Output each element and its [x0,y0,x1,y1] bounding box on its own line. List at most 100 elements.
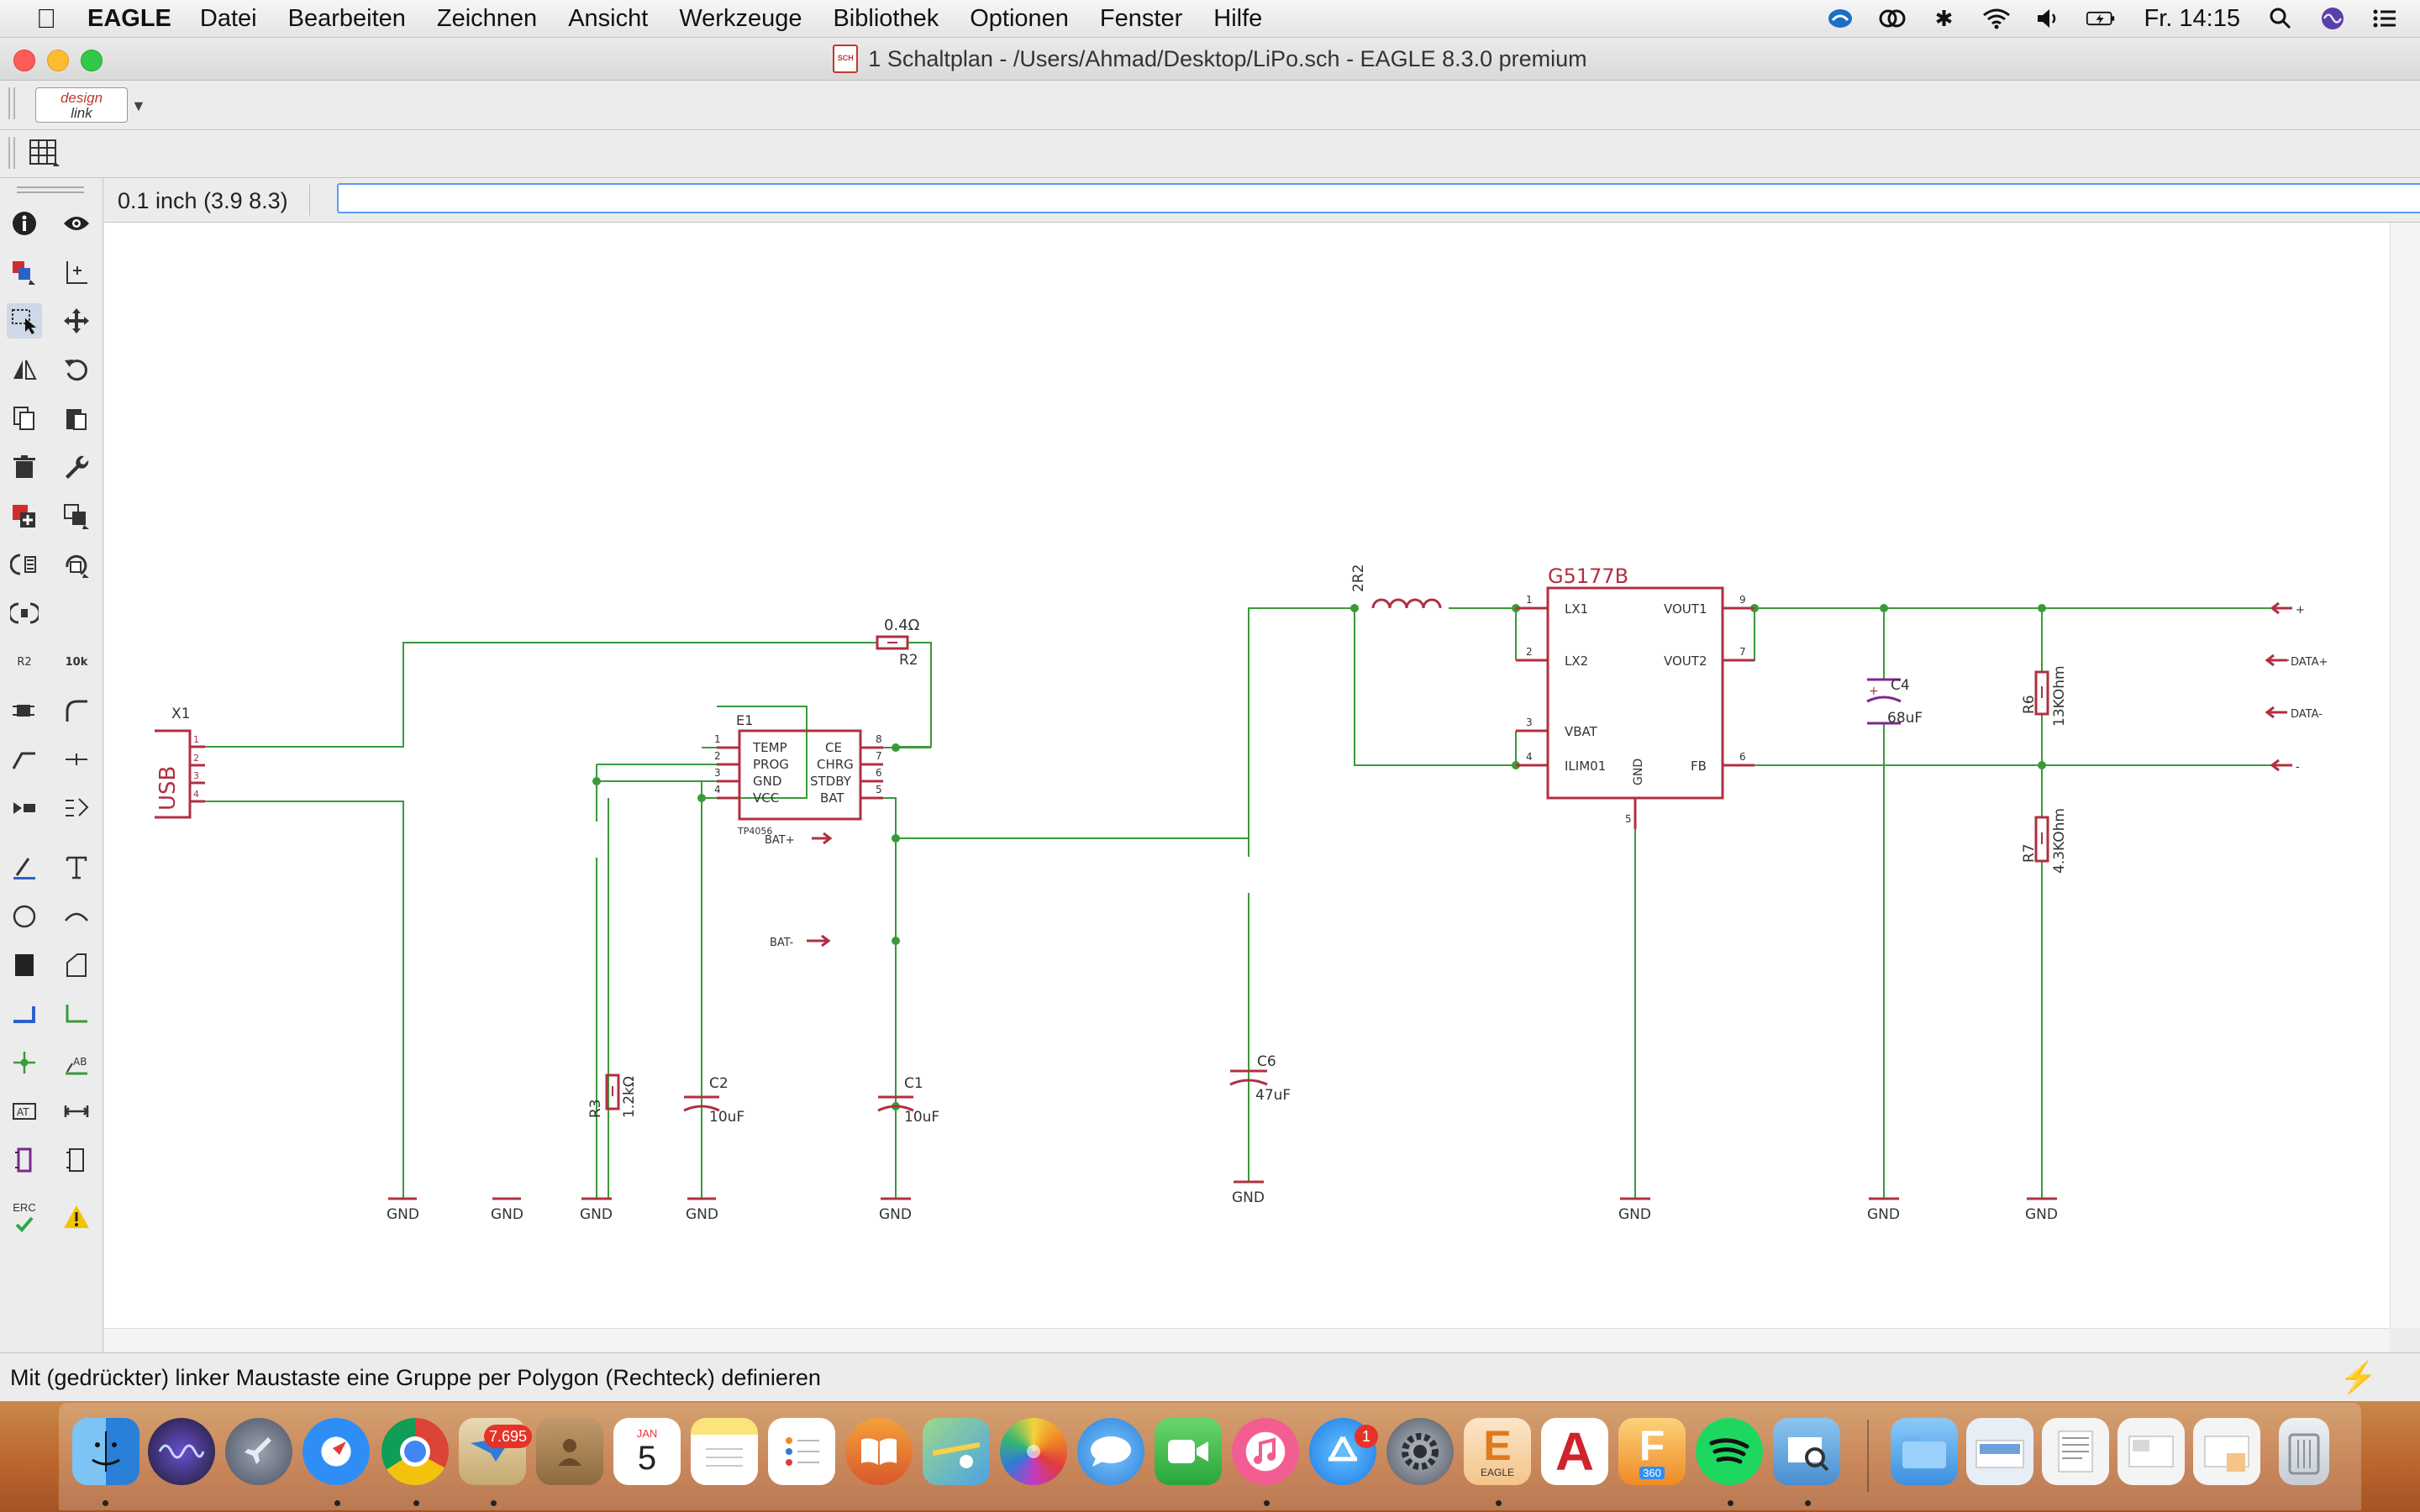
lightning-icon[interactable]: ⚡ [2339,1360,2377,1394]
close-window-button[interactable] [13,50,35,71]
maps-icon[interactable] [923,1418,990,1485]
circle-tool-icon[interactable] [7,899,42,934]
show-eye-icon[interactable] [59,206,94,241]
reminders-icon[interactable] [768,1418,835,1485]
palette-grip[interactable] [17,186,84,193]
messages-icon[interactable] [1077,1418,1144,1485]
replace-part-icon[interactable] [59,498,94,533]
label-tool-icon[interactable]: AB [59,1045,94,1080]
menu-optionen[interactable]: Optionen [970,4,1069,32]
stack-icon-1[interactable] [1966,1418,2033,1485]
gateswap-arrow-icon[interactable] [7,790,42,826]
text-tool-icon[interactable] [59,850,94,885]
system-preferences-icon[interactable] [1386,1418,1454,1485]
name-tool-icon[interactable]: R2 [7,644,42,680]
eagle-app-icon[interactable]: E EAGLE [1464,1418,1531,1485]
notification-center-icon[interactable] [2370,6,2400,31]
ibooks-icon[interactable] [845,1418,913,1485]
line-tool-icon[interactable] [7,850,42,885]
siri-icon[interactable] [2317,6,2348,31]
add-part-icon[interactable] [7,498,42,533]
creative-cloud-icon[interactable] [1877,6,1907,31]
stack-icon-4[interactable] [2193,1418,2260,1485]
rectangle-tool-icon[interactable] [7,948,42,983]
info-icon[interactable] [7,206,42,241]
polygon-tool-icon[interactable] [59,948,94,983]
photos-icon[interactable] [1000,1418,1067,1485]
frame-tool-icon[interactable] [7,1142,42,1178]
move-icon[interactable] [59,303,94,339]
stack-icon-2[interactable] [2042,1418,2109,1485]
stack-icon-3[interactable] [2118,1418,2185,1485]
notes-icon[interactable] [691,1418,758,1485]
swap-gate-icon[interactable] [7,547,42,582]
designlink-button[interactable]: design link [35,87,128,123]
safari-icon[interactable] [302,1418,370,1485]
grid-icon[interactable] [29,139,62,173]
launchpad-icon[interactable] [225,1418,292,1485]
bus-tool-icon[interactable] [7,996,42,1032]
autocad-icon[interactable]: A [1541,1418,1608,1485]
pinswap-icon[interactable] [7,596,42,631]
battery-icon[interactable] [2086,6,2116,31]
finder-icon[interactable] [72,1418,139,1485]
align-icon[interactable] [59,790,94,826]
copy-icon[interactable] [7,401,42,436]
horizontal-scrollbar[interactable] [104,1328,2390,1352]
menu-hilfe[interactable]: Hilfe [1213,4,1263,32]
delete-trash-icon[interactable] [7,449,42,485]
miter-icon[interactable] [59,693,94,728]
contacts-icon[interactable] [536,1418,603,1485]
menu-bibliothek[interactable]: Bibliothek [833,4,939,32]
modules-tool-icon[interactable] [59,1142,94,1178]
invoke-icon[interactable] [59,547,94,582]
menu-zeichnen[interactable]: Zeichnen [436,4,538,32]
mark-origin-icon[interactable] [59,255,94,290]
smash-icon[interactable] [7,693,42,728]
minimize-window-button[interactable] [47,50,69,71]
toolbar-grip[interactable] [8,87,15,119]
menu-datei[interactable]: Datei [199,4,257,32]
mail-icon[interactable]: 7.695 [459,1418,533,1485]
menu-fenster[interactable]: Fenster [1099,4,1183,32]
net-tool-icon[interactable] [59,996,94,1032]
toolbar-grip-2[interactable] [8,137,15,169]
menubar-clock[interactable]: Fr. 14:15 [2144,4,2240,32]
arc-tool-icon[interactable] [59,899,94,934]
change-wrench-icon[interactable] [59,449,94,485]
menu-bearbeiten[interactable]: Bearbeiten [287,4,406,32]
calendar-icon[interactable]: JAN 5 [613,1418,681,1485]
itunes-icon[interactable] [1232,1418,1299,1485]
vertical-scrollbar[interactable] [2390,223,2420,1328]
command-input[interactable] [337,183,2420,213]
mirror-icon[interactable] [7,352,42,387]
junction-tool-icon[interactable] [7,1045,42,1080]
warning-icon[interactable] [59,1200,94,1235]
fusion360-icon[interactable]: F 360 [1618,1418,1686,1485]
wifi-icon[interactable] [1981,6,2012,31]
optimize-icon[interactable] [59,742,94,777]
value-tool-icon[interactable]: 10k [59,644,94,680]
facetime-icon[interactable] [1155,1418,1222,1485]
dimension-tool-icon[interactable] [59,1094,94,1129]
rotate-icon[interactable] [59,352,94,387]
spotify-icon[interactable] [1696,1418,1763,1485]
menu-werkzeuge[interactable]: Werkzeuge [679,4,802,32]
split-icon[interactable] [7,742,42,777]
menu-app-name[interactable]: EAGLE [87,4,171,32]
apple-menu-icon[interactable]:  [22,3,71,34]
downloads-folder-icon[interactable] [1891,1418,1958,1485]
siri-dock-icon[interactable] [148,1418,215,1485]
attribute-tool-icon[interactable]: AT [7,1094,42,1129]
erc-check-icon[interactable]: ERC [7,1200,42,1235]
group-select-icon[interactable] [7,303,42,339]
layers-icon[interactable] [7,255,42,290]
designlink-dropdown-icon[interactable]: ▼ [131,97,146,114]
spotlight-search-icon[interactable] [2265,6,2296,31]
volume-icon[interactable] [2033,6,2064,31]
paste-icon[interactable] [59,401,94,436]
app-store-icon[interactable]: 1 [1309,1418,1378,1485]
trash-icon[interactable] [2279,1418,2329,1485]
chrome-icon[interactable] [381,1418,449,1485]
menu-ansicht[interactable]: Ansicht [568,4,649,32]
